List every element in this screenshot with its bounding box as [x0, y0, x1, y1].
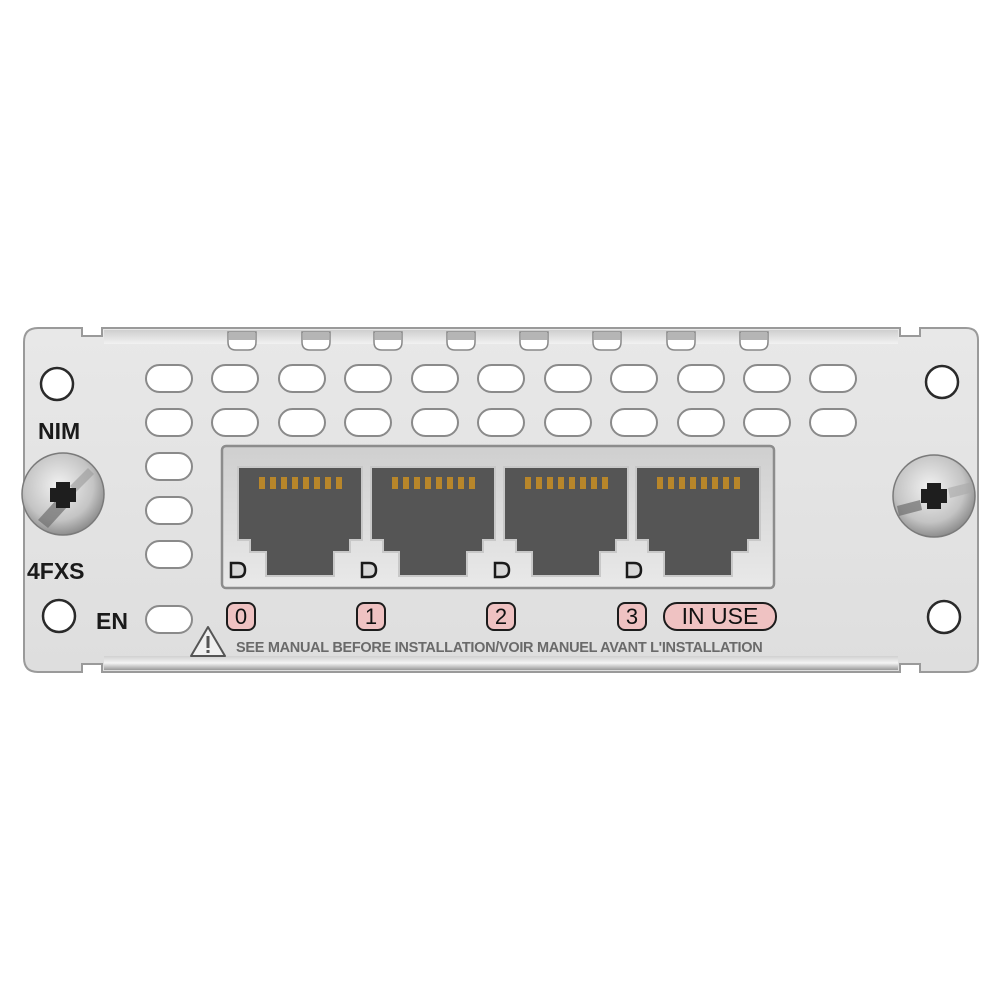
rj-port-0[interactable]	[229, 466, 363, 579]
top-rail	[104, 330, 898, 344]
port-1-led: 1	[356, 602, 386, 631]
rj-port-3[interactable]	[625, 466, 761, 579]
bottom-rail	[104, 656, 898, 670]
enable-led-label: EN	[96, 608, 128, 634]
left-captive-screw-icon[interactable]	[21, 452, 105, 536]
rj-port-2[interactable]	[493, 466, 629, 579]
in-use-led: IN USE	[663, 602, 777, 631]
module-family-label: NIM	[38, 418, 81, 444]
port-3-led: 3	[617, 602, 647, 631]
module-model-label: 4FXS	[27, 558, 85, 584]
port-0-led: 0	[226, 602, 256, 631]
warning-triangle-icon	[190, 626, 226, 657]
installation-warning-text: SEE MANUAL BEFORE INSTALLATION/VOIR MANU…	[236, 640, 763, 656]
top-notch-shading	[229, 332, 767, 340]
port-2-led: 2	[486, 602, 516, 631]
mounting-holes	[39, 364, 962, 635]
right-captive-screw-icon[interactable]	[892, 454, 976, 538]
rj-port-1[interactable]	[360, 466, 496, 579]
vent-holes	[145, 364, 857, 634]
